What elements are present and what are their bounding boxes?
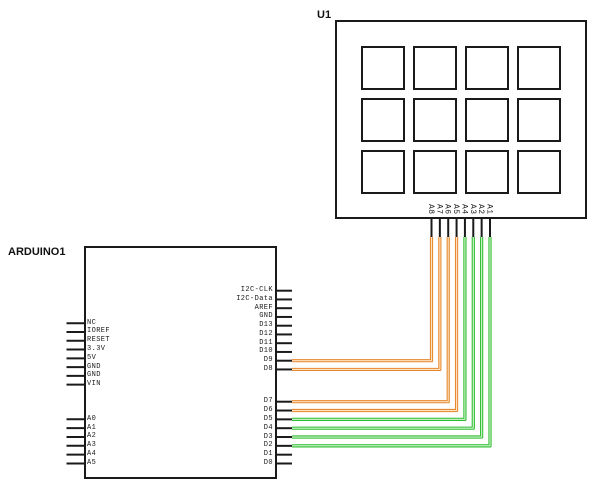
- arduino-pin-label-D9: D9: [263, 356, 273, 365]
- wire-outline: [292, 237, 442, 372]
- wire-core: [292, 237, 491, 447]
- wire-D2-A1[interactable]: [292, 237, 492, 448]
- keypad-pin-label-A1: A1: [484, 204, 494, 215]
- arduino-pin-label-IOREF: IOREF: [87, 327, 111, 336]
- arduino-pin-label-D10: D10: [259, 347, 273, 356]
- keypad-button-r3c3: [464, 150, 509, 194]
- arduino-pin-label-A3: A3: [87, 441, 97, 450]
- arduino-pin-label-D12: D12: [259, 329, 273, 338]
- wire-outline: [292, 237, 484, 439]
- wire-D4-A3[interactable]: [292, 237, 475, 430]
- wire-D8-A7[interactable]: [292, 237, 442, 372]
- keypad-button-r3c4: [516, 150, 561, 194]
- wire-core: [292, 237, 449, 403]
- keypad-button-r1c2: [412, 46, 457, 90]
- arduino-pin-label-D11: D11: [259, 338, 273, 347]
- keypad-button-r1c1: [360, 46, 405, 90]
- arduino-pin-label-D6: D6: [263, 406, 273, 415]
- arduino-pin-label-3.3V: 3.3V: [87, 345, 106, 354]
- wire-core: [292, 237, 483, 438]
- keypad-pin-label-A8: A8: [426, 204, 435, 215]
- arduino-component[interactable]: [84, 246, 277, 479]
- wire-core: [292, 237, 441, 370]
- arduino-pin-label-A5: A5: [87, 458, 97, 467]
- arduino-pin-label-D2: D2: [263, 441, 273, 450]
- arduino-designator: ARDUINO1: [8, 246, 66, 258]
- arduino-pin-label-A1: A1: [87, 423, 97, 432]
- arduino-pin-label-I2C-Data: I2C-Data: [236, 294, 273, 303]
- wire-D7-A6[interactable]: [292, 237, 450, 404]
- keypad-button-r3c2: [412, 150, 457, 194]
- arduino-pin-label-5V: 5V: [87, 353, 97, 362]
- arduino-pin-label-RESET: RESET: [87, 336, 111, 345]
- wire-D9-A8[interactable]: [292, 237, 434, 363]
- wire-D5-A4[interactable]: [292, 237, 467, 421]
- keypad-button-r1c4: [516, 46, 561, 90]
- arduino-pin-label-D3: D3: [263, 432, 273, 441]
- arduino-pin-label-D0: D0: [263, 459, 273, 467]
- keypad-pin-label-A3: A3: [467, 204, 477, 215]
- wire-core: [292, 237, 466, 420]
- arduino-pin-label-GND: GND: [87, 362, 101, 371]
- arduino-pin-label-GND: GND: [259, 312, 273, 321]
- wire-outline: [292, 237, 434, 363]
- wire-outline: [292, 237, 475, 430]
- keypad-button-r2c4: [516, 98, 561, 142]
- arduino-pin-label-AREF: AREF: [254, 303, 273, 312]
- keypad-button-r1c3: [464, 46, 509, 90]
- arduino-pin-label-GND: GND: [87, 371, 101, 380]
- arduino-pin-label-A4: A4: [87, 450, 97, 459]
- arduino-pin-label-NC: NC: [87, 318, 97, 327]
- arduino-pin-label-D8: D8: [263, 364, 273, 373]
- keypad-pin-label-A2: A2: [476, 204, 486, 215]
- wire-D6-A5[interactable]: [292, 237, 459, 413]
- wire-core: [292, 237, 433, 362]
- keypad-pin-label-A5: A5: [451, 204, 461, 215]
- wire-outline: [292, 237, 492, 448]
- arduino-pin-label-VIN: VIN: [87, 380, 101, 389]
- arduino-pin-label-D1: D1: [263, 450, 273, 459]
- arduino-pin-label-D7: D7: [263, 397, 273, 406]
- arduino-pin-label-D13: D13: [259, 321, 273, 330]
- keypad-button-r2c3: [464, 98, 509, 142]
- keypad-button-r2c1: [360, 98, 405, 142]
- arduino-pin-label-I2C-CLK: I2C-CLK: [240, 286, 273, 295]
- keypad-button-r2c2: [412, 98, 457, 142]
- keypad-pin-label-A4: A4: [459, 204, 469, 215]
- keypad-designator: U1: [317, 9, 332, 21]
- wire-D3-A2[interactable]: [292, 237, 484, 439]
- arduino-pin-label-D4: D4: [263, 423, 273, 432]
- wire-core: [292, 237, 458, 412]
- wire-outline: [292, 237, 450, 404]
- keypad-pin-label-A7: A7: [434, 204, 444, 215]
- wire-core: [292, 237, 474, 429]
- keypad-pin-label-A6: A6: [442, 204, 452, 215]
- arduino-pin-label-A0: A0: [87, 414, 97, 423]
- arduino-pin-label-A2: A2: [87, 432, 97, 441]
- keypad-button-r3c1: [360, 150, 405, 194]
- keypad-component[interactable]: [335, 20, 587, 219]
- arduino-pin-label-D5: D5: [263, 414, 273, 423]
